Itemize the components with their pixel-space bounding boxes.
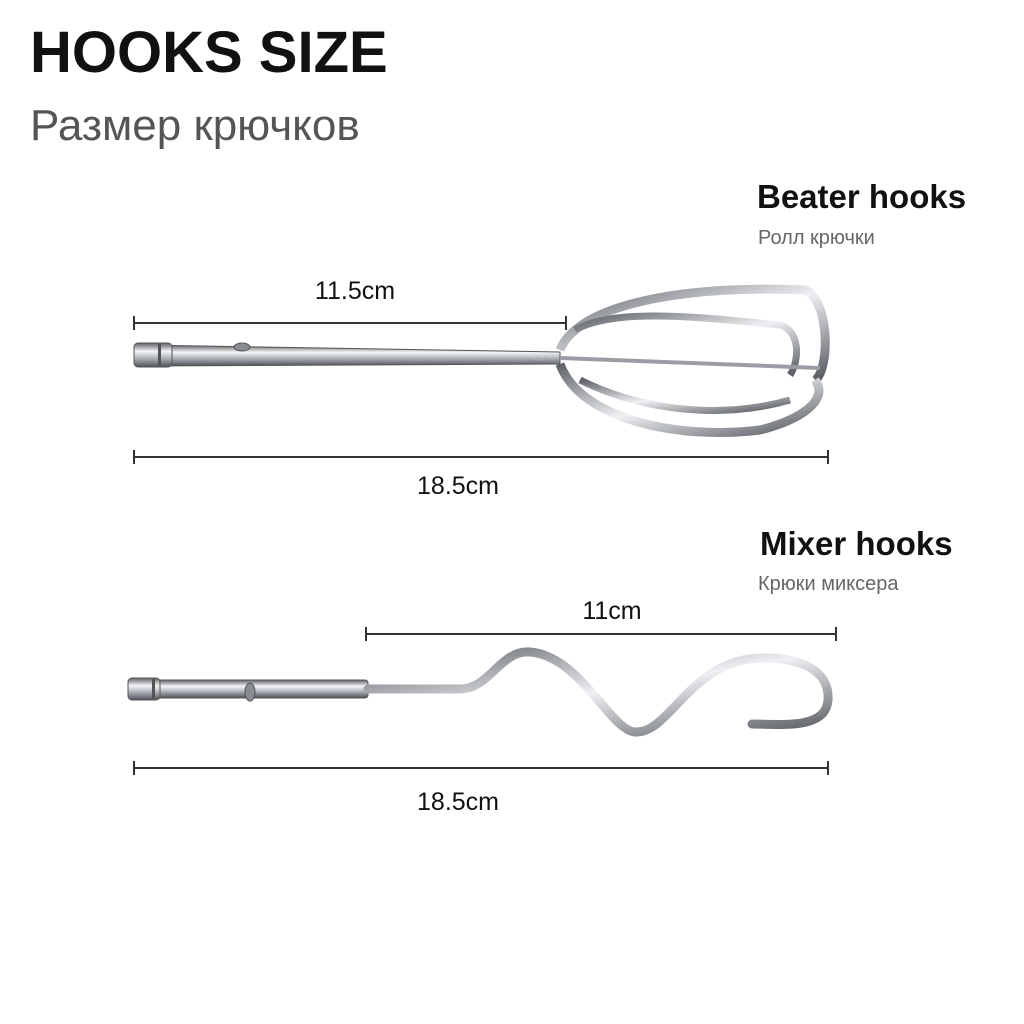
- beater-hooks-label-ru: Ролл крючки: [758, 227, 875, 249]
- page-title: HOOKS SIZE: [30, 20, 388, 85]
- beater-short-dimension: 11.5cm: [314, 277, 396, 305]
- beater-hook-image: [133, 284, 830, 437]
- mixer-total-dimension: 18.5cm: [417, 788, 499, 816]
- beater-short-dimension-line: [133, 316, 567, 330]
- mixer-hook-image: [127, 647, 833, 737]
- mixer-short-dimension: 11cm: [582, 597, 642, 625]
- beater-hooks-label: Beater hooks: [757, 178, 967, 215]
- mixer-hooks-label: Mixer hooks: [760, 525, 953, 562]
- beater-total-dimension-line: [133, 450, 829, 464]
- beater-total-dimension: 18.5cm: [417, 472, 499, 500]
- mixer-total-dimension-line: [133, 761, 829, 775]
- mixer-short-dimension-line: [365, 627, 837, 641]
- page-subtitle: Размер крючков: [30, 101, 360, 150]
- mixer-hooks-label-ru: Крюки миксера: [758, 573, 899, 595]
